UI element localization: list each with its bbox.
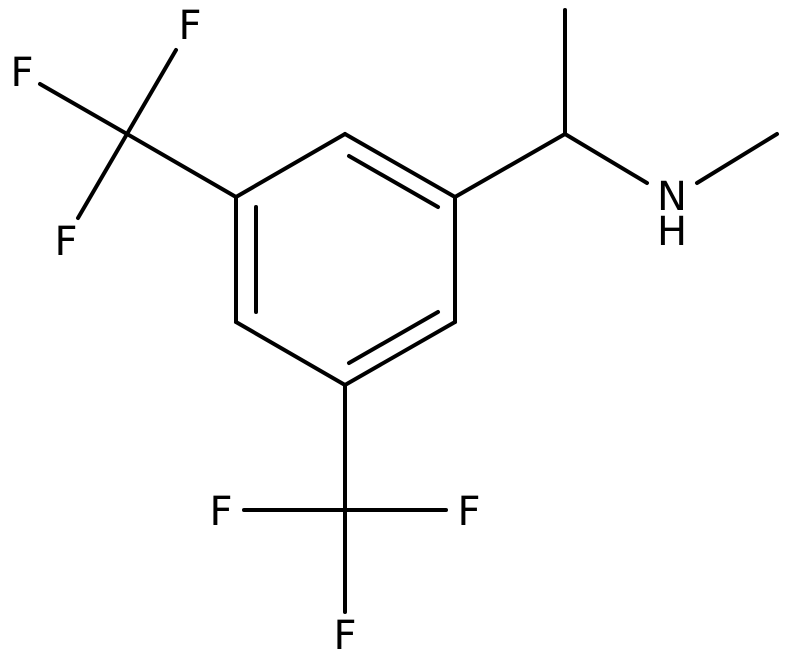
ch-to-n-bond	[563, 132, 649, 185]
ring-bond	[234, 320, 347, 387]
c-f-bond	[38, 82, 129, 136]
ring-bond	[343, 132, 457, 199]
fluorine-atom-label: F	[178, 3, 201, 49]
ring-bond-inner	[347, 154, 440, 209]
ring-to-cf3-bond	[125, 132, 238, 199]
cf3-group-lower	[242, 383, 448, 614]
fluorine-atom-label: F	[333, 613, 356, 659]
fluorine-atom-label: F	[10, 50, 33, 96]
hydrogen-atom-label: H	[657, 209, 687, 255]
fluorine-atom-label: F	[54, 219, 77, 265]
side-chain	[453, 8, 779, 199]
fluorine-atom-label: F	[457, 489, 480, 535]
ring-bond-inner	[347, 310, 440, 365]
benzene-ring	[234, 132, 457, 387]
ring-to-ch-bond	[453, 132, 567, 199]
cf3-group-upper	[38, 48, 238, 220]
c-f-bond	[76, 132, 129, 220]
nitrogen-atom-label: N	[657, 174, 687, 220]
ring-bond	[234, 132, 347, 199]
n-to-methyl-bond	[695, 132, 779, 185]
c-f-bond	[125, 48, 178, 136]
ring-bond	[343, 320, 457, 387]
fluorine-atom-label: F	[209, 489, 232, 535]
